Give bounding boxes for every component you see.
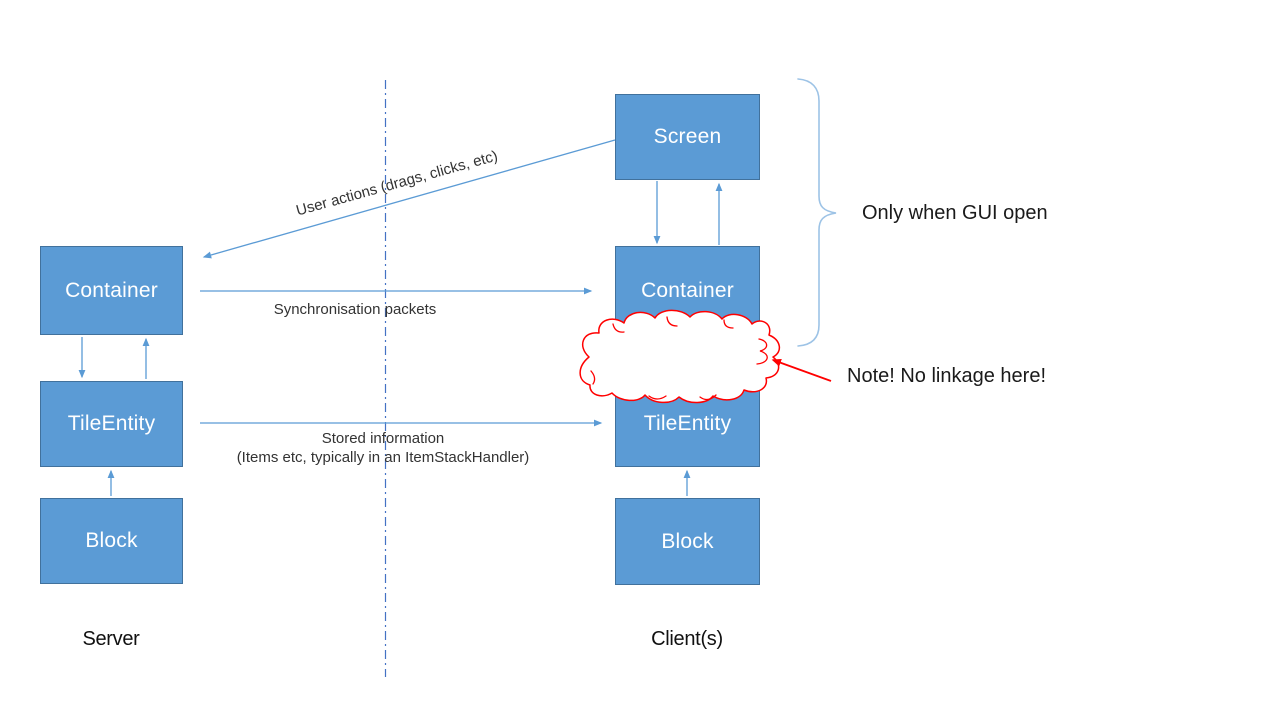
no-linkage-label: Note! No linkage here! — [847, 365, 1047, 387]
only-when-gui-open-label: Only when GUI open — [862, 202, 1048, 224]
no-linkage-cloud — [579, 309, 781, 404]
box-server-block: Block — [40, 498, 183, 584]
box-server-tileentity: TileEntity — [40, 381, 183, 467]
sync-packets-label: Synchronisation packets — [273, 301, 437, 318]
stored-info-line2: (Items etc, typically in an ItemStackHan… — [236, 449, 530, 466]
clients-zone-label: Client(s) — [651, 628, 723, 650]
box-client-block: Block — [615, 498, 760, 585]
box-server-container: Container — [40, 246, 183, 335]
stored-info-label: Stored information (Items etc, typically… — [233, 429, 533, 467]
gui-open-brace — [797, 78, 837, 347]
no-linkage-pointer-arrow — [771, 358, 832, 382]
box-client-screen: Screen — [615, 94, 760, 180]
user-actions-arrow — [202, 139, 616, 259]
stored-info-line1: Stored information — [321, 430, 445, 447]
server-zone-label: Server — [82, 628, 140, 650]
